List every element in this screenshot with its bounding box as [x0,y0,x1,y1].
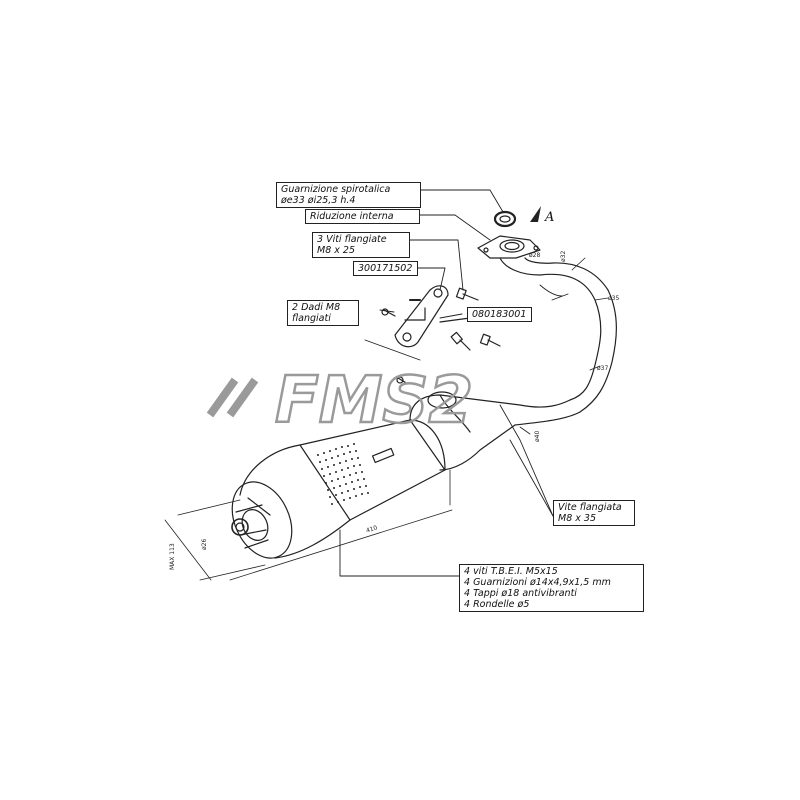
callout-text: 4 Guarnizioni ø14x4,9x1,5 mm [464,577,611,588]
view-arrow-icon [530,206,541,222]
bolts [381,287,501,385]
dim-d28: ø28 [529,252,541,259]
callout-text: 4 Tappi ø18 antivibranti [464,588,577,599]
callout-hardware-kit: 4 viti T.B.E.I. M5x15 4 Guarnizioni ø14x… [459,564,644,612]
dim-d32: ø32 [560,250,567,262]
callout-nuts: 2 Dadi M8 flangiati [287,300,359,326]
watermark-logo: FMS2 [206,363,474,439]
callout-text: M8 x 25 [317,245,355,256]
callout-text: flangiati [292,313,331,324]
callout-flange-screws: 3 Viti flangiate M8 x 25 [312,232,410,258]
dim-d40: ø40 [534,430,541,442]
callout-text: 080183001 [472,309,527,320]
callout-text: Guarnizione spirotalica [281,184,391,195]
collector-cone [409,391,581,471]
callout-text: 3 Viti flangiate [317,234,387,245]
view-label: A [545,210,555,225]
callout-text: 2 Dadi M8 [292,302,341,313]
callout-gasket: Guarnizione spirotalica øe33 øi25,3 h.4 [276,182,421,208]
watermark-text: FMS2 [275,364,473,438]
callout-text: Riduzione interna [310,211,394,222]
gasket-ring [493,210,517,228]
callout-part-number-2: 080183001 [467,307,532,322]
muffler-body [239,419,446,559]
exhaust-flange [477,235,541,259]
dimension-lines [164,257,609,581]
callout-text: øe33 øi25,3 h.4 [281,195,356,206]
dim-d37: ø37 [597,365,609,372]
callout-reduction: Riduzione interna [305,209,420,224]
callout-text: 4 viti T.B.E.I. M5x15 [464,566,558,577]
dim-max-height: MAX 113 [169,543,176,570]
perforated-band [317,443,369,505]
callout-text: Vite flangiata [558,502,622,513]
callout-text: M8 x 35 [558,513,596,524]
mounting-bracket [394,285,471,348]
leader-lines [339,189,554,577]
callout-text: 4 Rondelle ø5 [464,599,530,610]
dim-d35: ø35 [608,295,620,302]
dim-d26: ø26 [201,538,208,550]
callout-text: 300171502 [358,263,413,274]
callout-flange-screw-bottom: Vite flangiata M8 x 35 [553,500,635,526]
end-cap [231,481,293,559]
callout-part-number-1: 300171502 [353,261,418,276]
